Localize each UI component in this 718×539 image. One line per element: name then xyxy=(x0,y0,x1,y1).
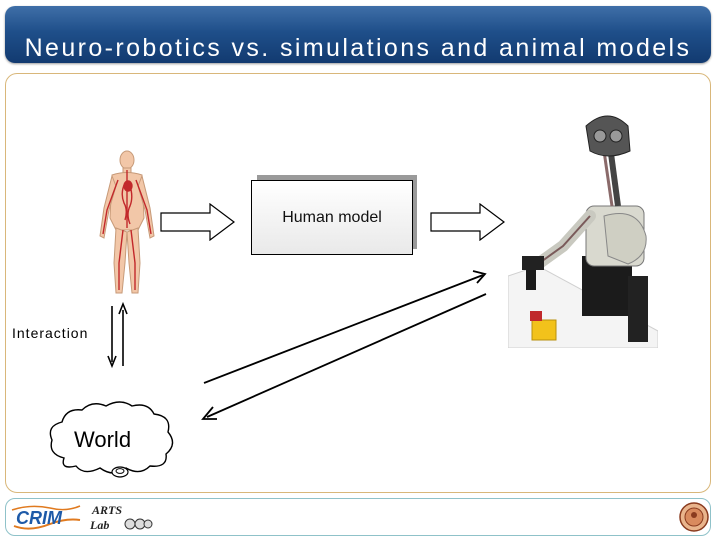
slide-title: Neuro-robotics vs. simulations and anima… xyxy=(24,34,692,62)
university-seal-icon xyxy=(679,502,709,532)
arts-lab-logo: ARTS Lab xyxy=(89,503,153,532)
human-model-label: Human model xyxy=(282,208,382,226)
diagonal-arrows-icon xyxy=(201,270,487,420)
lab-logo-text: Lab xyxy=(89,518,109,532)
arrow-right-icon xyxy=(160,203,235,241)
title-bar: Neuro-robotics vs. simulations and anima… xyxy=(5,6,711,63)
world-label: World xyxy=(74,427,132,452)
world-cloud-icon xyxy=(49,401,174,478)
interaction-label: Interaction xyxy=(12,325,89,341)
footer-frame xyxy=(5,498,711,536)
arts-logo-text: ARTS xyxy=(91,503,122,517)
interaction-arrows-icon xyxy=(107,301,128,369)
human-anatomy-image xyxy=(99,150,155,294)
arrow-right-icon xyxy=(430,203,505,241)
crim-logo-text: CRIM xyxy=(16,508,63,528)
human-model-box: Human model xyxy=(251,180,413,255)
humanoid-robot-image xyxy=(508,115,658,348)
crim-logo: CRIM xyxy=(11,505,81,530)
